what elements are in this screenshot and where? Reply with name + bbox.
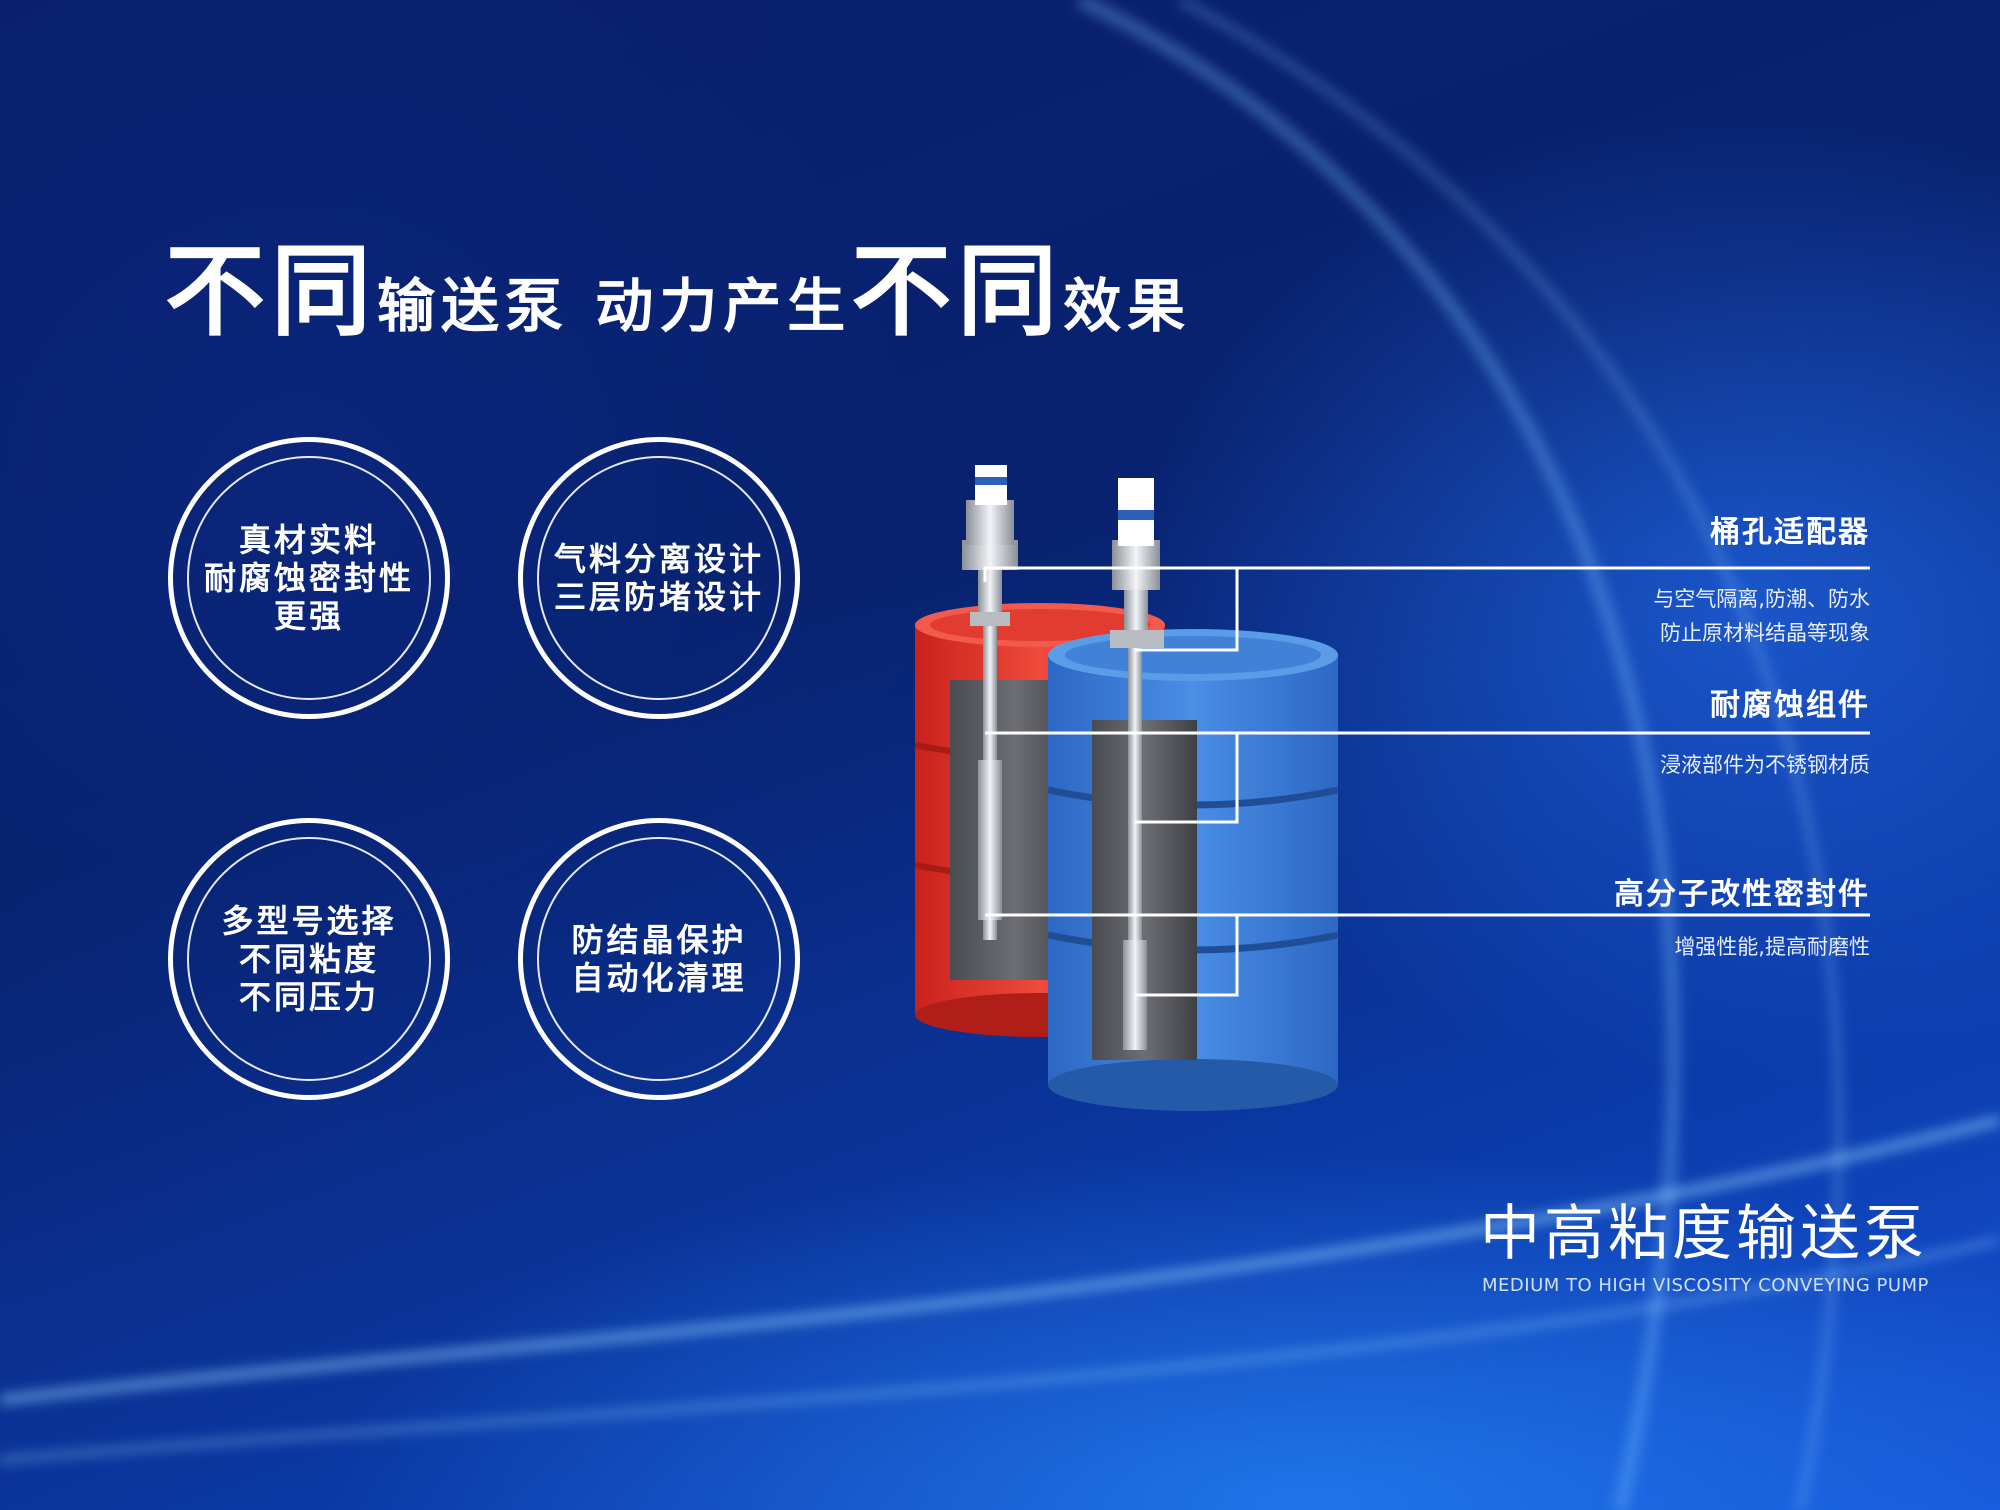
badge-line: 防结晶保护	[571, 921, 747, 959]
feature-desc-line: 与空气隔离,防潮、防水	[1653, 587, 1870, 611]
badge-line: 真材实料	[238, 521, 379, 559]
badge-protection: 防结晶保护 自动化清理	[518, 818, 800, 1100]
badge-design: 气料分离设计 三层防堵设计	[518, 437, 800, 719]
blue-drum	[1047, 629, 1339, 1111]
feature-desc-line: 增强性能,提高耐磨性	[1674, 935, 1870, 959]
badge-line: 不同粘度	[238, 940, 379, 978]
callout-lines	[983, 566, 1870, 997]
badge-models: 多型号选择 不同粘度 不同压力	[168, 818, 450, 1100]
feature-desc-adapter: 与空气隔离,防潮、防水 防止原材料结晶等现象	[1653, 582, 1870, 650]
badge-line: 三层防堵设计	[553, 578, 764, 616]
page-headline: 不同输送泵 动力产生不同效果	[165, 210, 1191, 355]
feature-title-adapter: 桶孔适配器	[1710, 515, 1870, 550]
callout-line-corrosion-blue	[1135, 733, 1239, 824]
badge-line: 自动化清理	[571, 959, 747, 997]
callout-line-adapter-blue	[1135, 568, 1239, 652]
red-pump-head	[962, 465, 1018, 626]
badge-material: 真材实料 耐腐蚀密封性 更强	[168, 437, 450, 719]
callout-line-adapter	[983, 566, 1870, 582]
badge-line: 不同压力	[238, 978, 379, 1016]
product-name: 中高粘度输送泵	[1480, 1199, 1928, 1269]
callout-line-seal-blue	[1135, 915, 1239, 997]
blue-pump-head	[1110, 478, 1164, 648]
product-name-english: MEDIUM TO HIGH VISCOSITY CONVEYING PUMP	[1482, 1275, 1929, 1296]
badge-line: 多型号选择	[221, 902, 397, 940]
headline-emphasis: 不同	[851, 233, 1064, 350]
headline-text: 输送泵 动力产生	[377, 272, 852, 340]
feature-desc-corrosion: 浸液部件为不锈钢材质	[1660, 748, 1870, 782]
headline-text: 效果	[1063, 272, 1192, 340]
feature-desc-line: 浸液部件为不锈钢材质	[1660, 753, 1870, 777]
badge-line: 耐腐蚀密封性	[203, 559, 414, 597]
feature-title-corrosion: 耐腐蚀组件	[1710, 688, 1870, 723]
headline-emphasis: 不同	[165, 233, 377, 350]
feature-title-seal: 高分子改性密封件	[1614, 877, 1870, 912]
feature-desc-line: 防止原材料结晶等现象	[1660, 621, 1870, 645]
feature-desc-seal: 增强性能,提高耐磨性	[1674, 930, 1870, 964]
badge-line: 更强	[273, 597, 344, 635]
badge-line: 气料分离设计	[553, 540, 764, 578]
